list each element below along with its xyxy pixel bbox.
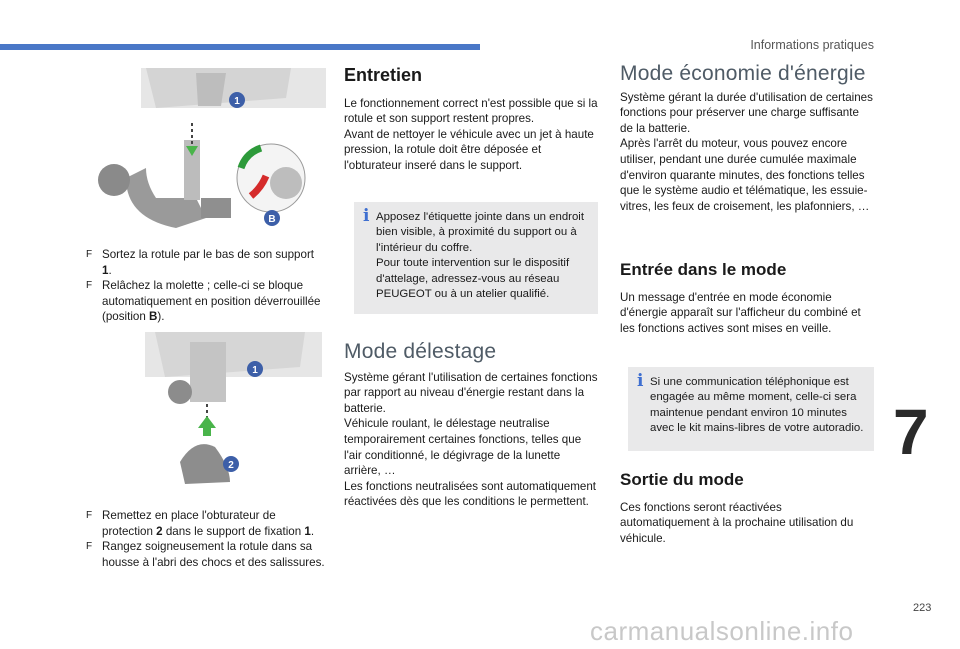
section-heading: Sortie du mode: [620, 470, 744, 489]
entretien-section: Entretien Le fonctionnement correct n'es…: [344, 65, 598, 174]
section-heading: Entrée dans le mode: [620, 260, 787, 279]
section-heading: Entretien: [344, 65, 423, 85]
paragraph: Avant de nettoyer le véhicule avec un je…: [344, 127, 594, 172]
section-heading: Mode délestage: [344, 340, 497, 363]
info-icon: i: [363, 206, 370, 226]
paragraph: Un message d'entrée en mode économie d'é…: [620, 290, 861, 335]
section-heading: Mode économie d'énergie: [620, 62, 866, 85]
sortie-section: Sortie du mode Ces fonctions seront réac…: [620, 470, 874, 546]
paragraph: Pour toute intervention sur le dispositi…: [376, 257, 570, 301]
paragraph: Apposez l'étiquette jointe dans un endro…: [376, 211, 584, 254]
economie-section: Mode économie d'énergie Système gérant l…: [620, 62, 874, 214]
info-note: i Si une communication téléphonique est …: [628, 367, 874, 451]
cover-installation-figure: 1 2: [100, 332, 322, 492]
delestage-section: Mode délestage Système gérant l'utilisat…: [344, 340, 598, 510]
callout-1-label: 1: [234, 96, 240, 107]
cover-illustration: 1 2: [145, 332, 322, 484]
paragraph: Système gérant l'utilisation de certaine…: [344, 370, 598, 415]
entree-section: Entrée dans le mode Un message d'entrée …: [620, 260, 874, 336]
paragraph: Le fonctionnement correct n'est possible…: [344, 96, 598, 126]
towbar-illustration: 1 B: [98, 68, 326, 228]
paragraph: Les fonctions neutralisées sont automati…: [344, 479, 596, 509]
paragraph: Ces fonctions seront réactivées automati…: [620, 500, 854, 545]
paragraph: Système gérant la durée d'utilisation de…: [620, 90, 873, 135]
callout-b-label: B: [268, 214, 275, 225]
info-note: i Apposez l'étiquette jointe dans un end…: [354, 202, 598, 314]
paragraph: Après l'arrêt du moteur, vous pouvez enc…: [620, 137, 870, 213]
paragraph: Si une communication téléphonique est en…: [650, 376, 864, 435]
chapter-number: 7: [893, 396, 929, 468]
watermark: carmanualsonline.info: [590, 616, 854, 646]
page-number: 223: [913, 602, 932, 614]
header-accent-bar: [0, 44, 480, 50]
section-title: Informations pratiques: [750, 38, 874, 52]
callout-1-label: 1: [252, 365, 258, 376]
callout-2-label: 2: [228, 460, 234, 471]
info-icon: i: [637, 371, 644, 391]
paragraph: Véhicule roulant, le délestage neutralis…: [344, 417, 582, 478]
towbar-removal-figure: 1 B: [86, 68, 326, 240]
